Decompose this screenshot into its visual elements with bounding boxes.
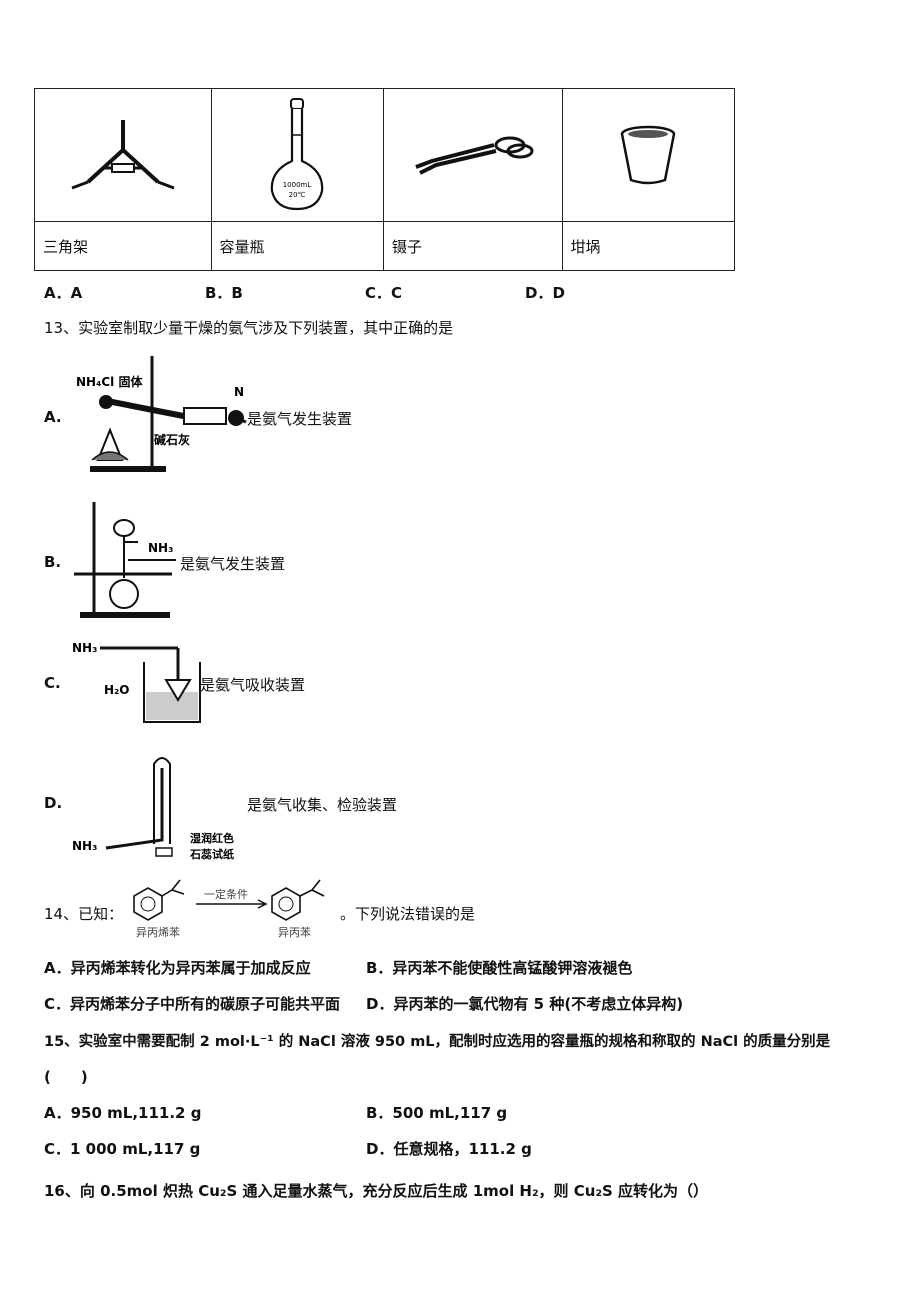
q14-option-c[interactable]: C．异丙烯苯分子中所有的碳原子可能共平面 xyxy=(44,995,341,1013)
equipment-cell-3 xyxy=(382,88,563,222)
q14-option-d[interactable]: D．异丙苯的一氯代物有 5 种(不考虑立体异构) xyxy=(366,995,684,1013)
q14-option-a[interactable]: A．异丙烯苯转化为异丙苯属于加成反应 xyxy=(44,959,311,977)
q15-option-b[interactable]: B．500 mL,117 g xyxy=(366,1104,508,1122)
triangle-frame-icon xyxy=(71,120,175,190)
equipment-name-2: 容量瓶 xyxy=(210,221,384,271)
flask-label-volume: 1000mL xyxy=(283,181,312,189)
label-soda-lime: 碱石灰 xyxy=(154,432,190,447)
q12-option-d[interactable]: D．D xyxy=(525,284,565,302)
q16-stem: 16、向 0.5mol 炽热 Cu₂S 通入足量水蒸气，充分反应后生成 1mol… xyxy=(44,1182,709,1200)
label-nh3-b: NH₃ xyxy=(148,541,173,555)
volumetric-flask-icon: 1000mL 20℃ xyxy=(271,98,324,211)
q13-option-d-desc: 是氨气收集、检验装置 xyxy=(247,796,398,814)
reactant-name: 异丙烯苯 xyxy=(136,925,180,939)
flask-label-temp: 20℃ xyxy=(289,191,306,199)
label-nh4cl-solid: NH₄Cl 固体 xyxy=(76,374,143,389)
q15-option-a[interactable]: A．950 mL,111.2 g xyxy=(44,1104,202,1122)
label-nh3-d: NH₃ xyxy=(72,839,97,853)
equipment-cell-1 xyxy=(34,88,212,222)
q12-option-a[interactable]: A．A xyxy=(44,284,83,302)
q13-option-c-desc: 是氨气吸收装置 xyxy=(200,676,306,694)
equipment-cell-4 xyxy=(561,88,736,222)
label-litmus-1: 湿润红色 xyxy=(190,831,234,845)
q13-option-d-letter[interactable]: D. xyxy=(44,794,63,812)
ammonia-absorption-apparatus: NH₃ H₂O xyxy=(72,641,201,723)
crucible-icon xyxy=(621,125,676,185)
q13-stem: 13、实验室制取少量干燥的氨气涉及下列装置，其中正确的是 xyxy=(44,319,454,337)
label-n: N xyxy=(234,385,244,399)
label-h2o: H₂O xyxy=(104,683,130,697)
label-nh3-c: NH₃ xyxy=(72,641,97,655)
equipment-table: 1000mL 20℃ 三角架 容量瓶 镊子 坩埚 xyxy=(34,88,736,271)
q14-prefix: 14、已知： xyxy=(44,905,124,923)
ammonia-generator-heating-apparatus: NH₄Cl 固体 N 碱石灰 xyxy=(76,356,247,472)
q12-option-c[interactable]: C．C xyxy=(365,284,403,302)
q13-option-b-letter[interactable]: B. xyxy=(44,553,62,571)
q13-option-a-desc: 是氨气发生装置 xyxy=(247,410,353,428)
q15-option-d[interactable]: D．任意规格，111.2 g xyxy=(366,1140,532,1158)
ammonia-collection-test-apparatus: NH₃ 湿润红色 石蕊试纸 xyxy=(72,757,234,861)
equipment-name-3: 镊子 xyxy=(382,221,563,271)
label-litmus-2: 石蕊试纸 xyxy=(189,847,234,861)
equipment-name-4: 坩埚 xyxy=(561,221,736,271)
q13-option-a-letter[interactable]: A. xyxy=(44,408,62,426)
q15-blank: ( ) xyxy=(44,1068,88,1086)
q14-suffix: 。下列说法错误的是 xyxy=(340,905,476,923)
reaction-condition: 一定条件 xyxy=(204,887,248,901)
q13-option-c-letter[interactable]: C. xyxy=(44,674,61,692)
q15-stem: 15、实验室中需要配制 2 mol·L⁻¹ 的 NaCl 溶液 950 mL，配… xyxy=(44,1034,831,1050)
equipment-name-1: 三角架 xyxy=(34,221,212,271)
equipment-cell-2: 1000mL 20℃ xyxy=(210,88,384,222)
reaction-scheme: 异丙烯苯 一定条件 异丙苯 xyxy=(133,879,325,939)
q12-option-b[interactable]: B．B xyxy=(205,284,243,302)
product-name: 异丙苯 xyxy=(278,925,311,939)
q15-option-c[interactable]: C．1 000 mL,117 g xyxy=(44,1140,201,1158)
tweezers-icon xyxy=(415,136,534,175)
q14-option-b[interactable]: B．异丙苯不能使酸性高锰酸钾溶液褪色 xyxy=(366,959,633,977)
ammonia-generator-funnel-apparatus: NH₃ xyxy=(74,502,176,618)
q13-option-b-desc: 是氨气发生装置 xyxy=(180,555,286,573)
